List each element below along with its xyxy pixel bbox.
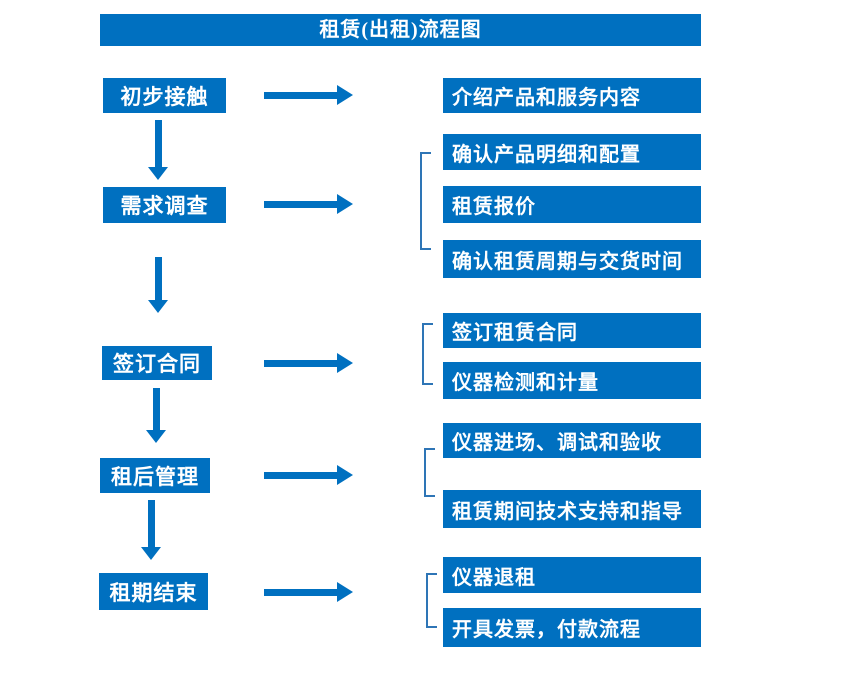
arrow-down-icon: [141, 500, 162, 560]
detail-box-instrument-testing: 仪器检测和计量: [443, 362, 701, 399]
detail-box-confirm-config: 确认产品明细和配置: [443, 134, 701, 170]
bracket-icon: [424, 448, 435, 497]
step-box-sign-contract: 签订合同: [102, 346, 212, 380]
detail-box-invoice-payment: 开具发票，付款流程: [443, 608, 701, 647]
bracket-icon: [420, 152, 431, 250]
step-box-post-rental-mgmt: 租后管理: [100, 458, 210, 493]
step-box-rental-end: 租期结束: [99, 573, 208, 610]
detail-box-instrument-setup: 仪器进场、调试和验收: [443, 423, 701, 458]
detail-box-intro-products: 介绍产品和服务内容: [443, 78, 701, 113]
detail-box-instrument-return: 仪器退租: [443, 557, 701, 593]
arrow-down-icon: [148, 120, 169, 180]
arrow-right-icon: [264, 465, 353, 485]
arrow-right-icon: [264, 85, 353, 105]
bracket-icon: [422, 323, 433, 385]
arrow-right-icon: [264, 194, 353, 214]
detail-box-sign-rental-contract: 签订租赁合同: [443, 313, 701, 348]
flowchart-title: 租赁(出租)流程图: [100, 14, 701, 46]
bracket-icon: [426, 573, 437, 628]
arrow-down-icon: [148, 257, 169, 313]
step-box-initial-contact: 初步接触: [103, 78, 226, 113]
arrow-right-icon: [264, 582, 353, 602]
step-box-demand-survey: 需求调查: [103, 187, 226, 223]
arrow-right-icon: [264, 353, 353, 373]
detail-box-rental-quote: 租赁报价: [443, 186, 701, 223]
detail-box-confirm-period: 确认租赁周期与交货时间: [443, 240, 701, 278]
detail-box-tech-support: 租赁期间技术支持和指导: [443, 490, 701, 528]
arrow-down-icon: [146, 388, 167, 443]
